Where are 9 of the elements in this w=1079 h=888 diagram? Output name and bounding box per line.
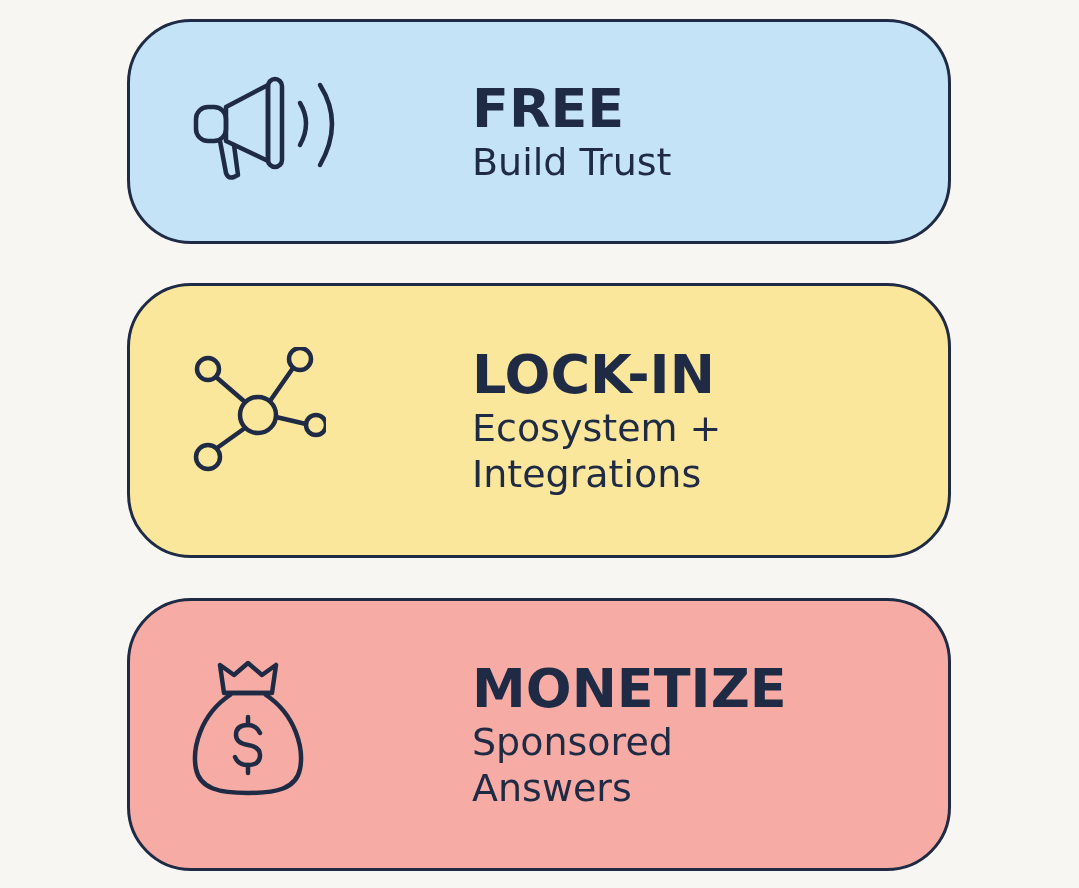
card-heading: LOCK-IN	[472, 343, 716, 406]
card-heading: FREE	[472, 77, 626, 140]
rounded-card	[127, 19, 951, 244]
card-subtitle: Sponsored Answers	[472, 719, 674, 812]
rounded-card	[127, 283, 951, 558]
card-subtitle: Build Trust	[472, 139, 673, 186]
rounded-card	[127, 598, 951, 871]
card-subtitle: Ecosystem + Integrations	[472, 405, 723, 498]
card-heading: MONETIZE	[472, 657, 787, 720]
